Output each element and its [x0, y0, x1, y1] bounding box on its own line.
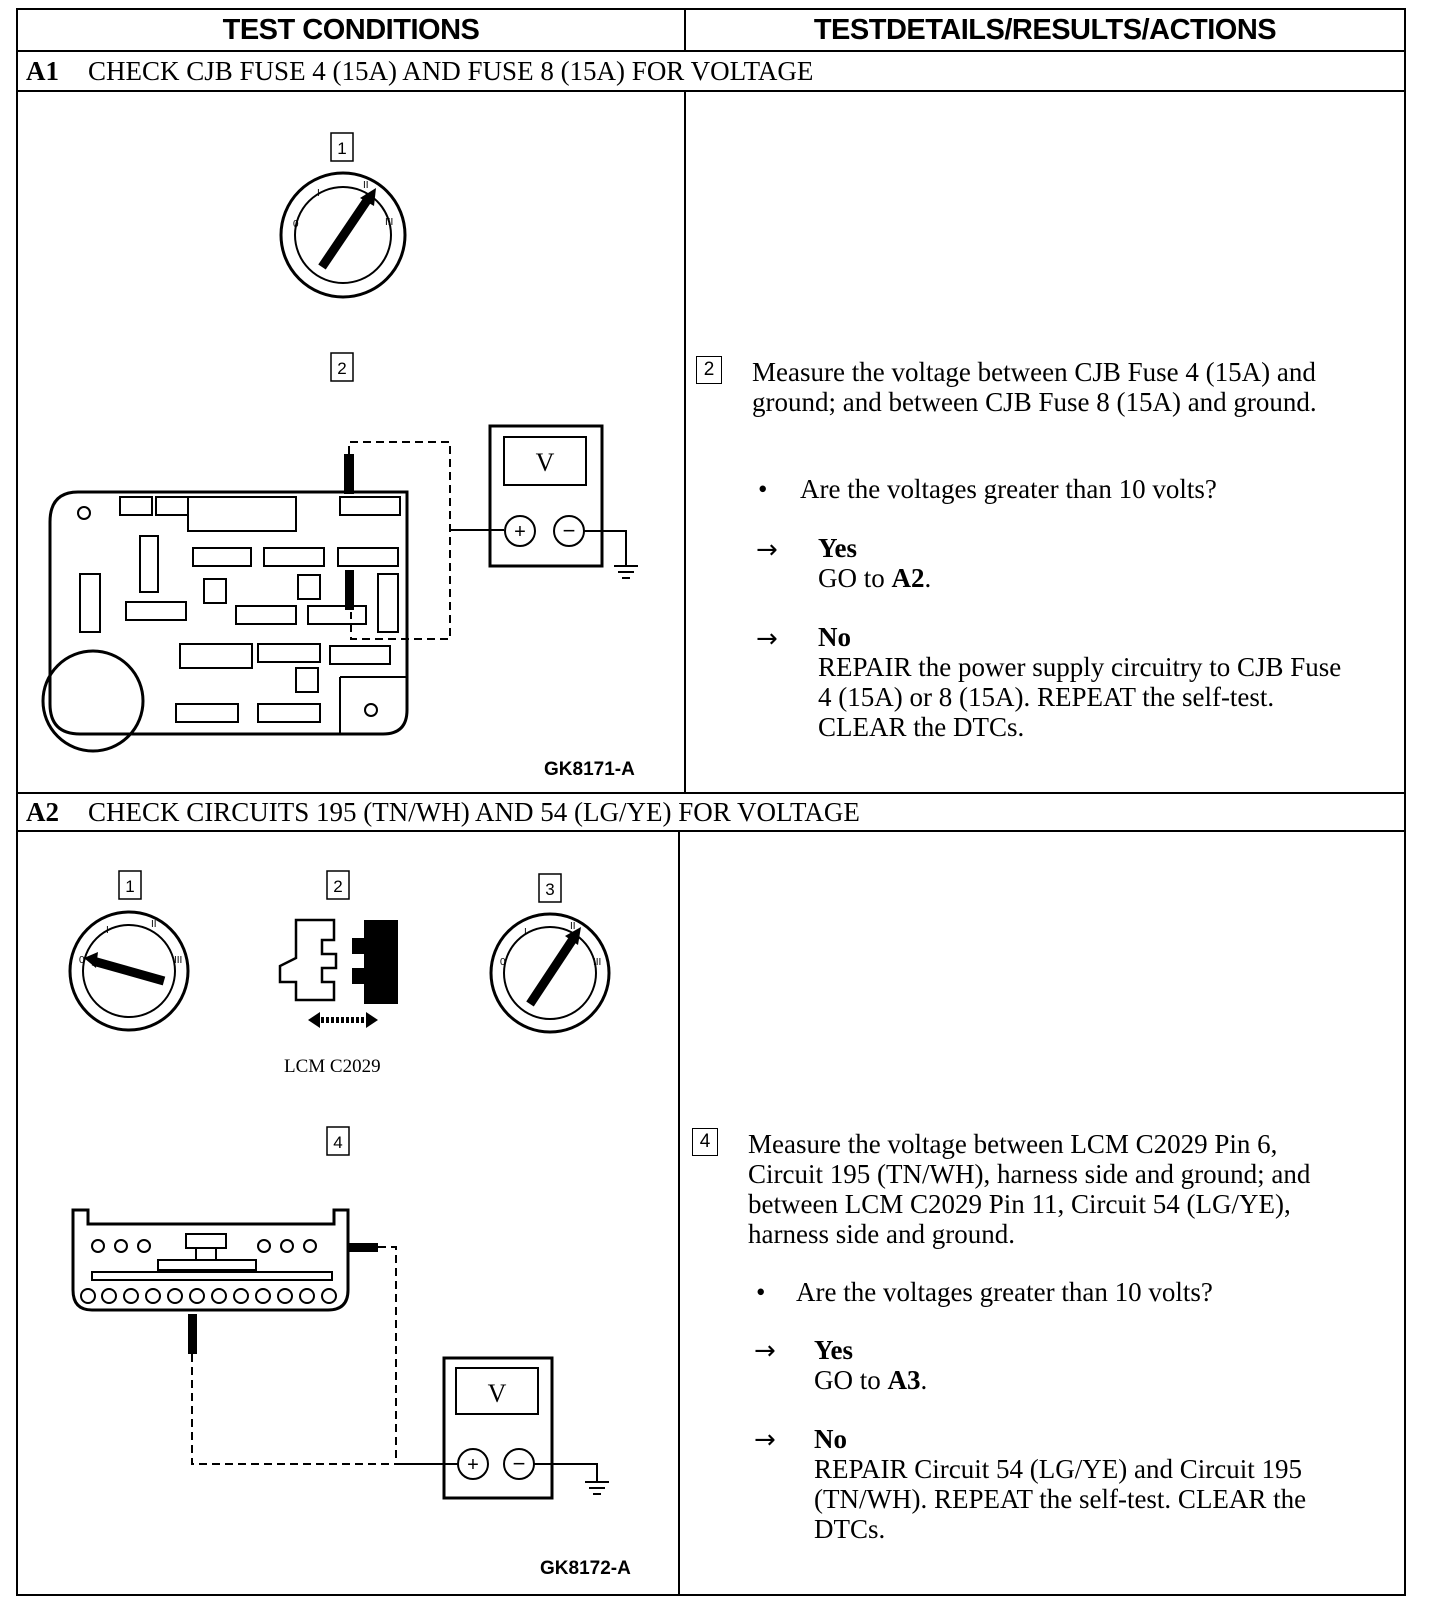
arrow-icon: →: [756, 535, 778, 565]
divider: [16, 792, 1406, 794]
detail-text: Measure the voltage between CJB Fuse 4 (…: [752, 357, 1317, 417]
label-box-1: 1: [118, 870, 142, 900]
svg-text:II: II: [151, 919, 157, 930]
test-leads: [344, 441, 504, 640]
svg-text:+: +: [467, 1454, 479, 1476]
yes-action: GO to A3.: [814, 1365, 928, 1395]
svg-text:III: III: [593, 957, 601, 968]
ignition-switch-icon: 0 I II III: [489, 912, 611, 1034]
svg-text:0: 0: [79, 955, 85, 966]
svg-text:0: 0: [293, 219, 299, 230]
figure-id: GK8171-A: [544, 759, 635, 780]
bullet: •: [756, 1277, 766, 1307]
meter-label: V: [488, 1379, 507, 1408]
figure-id: GK8172-A: [540, 1558, 631, 1579]
connector-label: LCM C2029: [284, 1056, 381, 1077]
svg-text:III: III: [385, 217, 393, 228]
label-box-2: 2: [330, 352, 354, 382]
svg-text:−: −: [513, 1451, 526, 1476]
svg-text:1: 1: [125, 877, 134, 896]
test-leads: [188, 1243, 458, 1465]
question-text: Are the voltages greater than 10 volts?: [796, 1277, 1213, 1307]
no-response: No REPAIR Circuit 54 (LG/YE) and Circuit…: [814, 1424, 1364, 1544]
svg-text:II: II: [363, 180, 369, 191]
no-action: REPAIR the power supply circuitry to CJB…: [818, 652, 1342, 742]
label-box-1: 1: [330, 132, 354, 162]
divider: [684, 8, 686, 50]
label-box-3: 3: [538, 873, 562, 903]
svg-text:II: II: [570, 921, 576, 932]
yes-response: Yes GO to A2.: [818, 533, 1358, 593]
step-id: A2: [26, 797, 59, 827]
divider: [16, 830, 1406, 832]
divider: [678, 830, 680, 1596]
meter-label: V: [536, 448, 555, 477]
connector-disconnect-icon: [278, 918, 398, 1028]
divider: [16, 90, 1406, 92]
step-title-text: CHECK CIRCUITS 195 (TN/WH) AND 54 (LG/YE…: [88, 797, 860, 827]
test-table: [16, 8, 1406, 1596]
svg-text:I: I: [524, 927, 527, 938]
yes-response: Yes GO to A3.: [814, 1335, 1354, 1395]
svg-text:I: I: [317, 188, 320, 199]
svg-text:+: +: [514, 521, 526, 543]
no-label: No: [814, 1424, 847, 1454]
step-number-box: 4: [692, 1128, 718, 1156]
voltmeter-icon: V + −: [488, 424, 638, 579]
arrow-icon: →: [756, 624, 778, 654]
svg-text:2: 2: [333, 877, 342, 896]
a2-diagram: 1 0 I II III 2 LCM C2029 3 0 I II III: [68, 870, 611, 1500]
yes-label: Yes: [818, 533, 857, 563]
lcm-connector-face: [71, 1208, 350, 1312]
arrow-icon: →: [754, 1336, 776, 1366]
label-text: 1: [337, 139, 346, 158]
svg-text:0: 0: [500, 957, 506, 968]
svg-text:−: −: [563, 518, 576, 543]
step-title-a1: A1 CHECK CJB FUSE 4 (15A) AND FUSE 8 (15A…: [26, 52, 813, 90]
ignition-switch-icon: 0 I II III: [279, 171, 407, 299]
svg-text:III: III: [174, 955, 182, 966]
step-title-text: CHECK CJB FUSE 4 (15A) AND FUSE 8 (15A) …: [88, 56, 814, 86]
detail-text: Measure the voltage between LCM C2029 Pi…: [748, 1129, 1311, 1249]
header-test-conditions: TEST CONDITIONS: [222, 14, 480, 46]
yes-action: GO to A2.: [818, 563, 932, 593]
no-label: No: [818, 622, 851, 652]
svg-text:I: I: [106, 925, 109, 936]
no-response: No REPAIR the power supply circuitry to …: [818, 622, 1348, 742]
ignition-switch-icon: 0 I II III: [68, 910, 190, 1032]
svg-text:4: 4: [333, 1133, 342, 1152]
divider: [16, 50, 1406, 52]
step-id: A1: [26, 56, 59, 86]
svg-text:3: 3: [545, 880, 554, 899]
step-title-a2: A2 CHECK CIRCUITS 195 (TN/WH) AND 54 (LG/…: [26, 793, 860, 831]
divider: [684, 90, 686, 792]
step-number-box: 2: [696, 356, 722, 384]
header-test-details: TESTDETAILS/RESULTS/ACTIONS: [813, 14, 1277, 46]
yes-label: Yes: [814, 1335, 853, 1365]
a1-diagram: 1 0 I II III 2: [41, 132, 638, 753]
cjb-fuse-box: [41, 490, 409, 753]
voltmeter-icon: V + −: [442, 1356, 609, 1500]
question-text: Are the voltages greater than 10 volts?: [800, 474, 1217, 504]
arrow-icon: →: [754, 1425, 776, 1455]
no-action: REPAIR Circuit 54 (LG/YE) and Circuit 19…: [814, 1454, 1307, 1544]
bullet: •: [758, 474, 768, 504]
label-box-4: 4: [326, 1126, 350, 1156]
label-box-2: 2: [326, 870, 350, 900]
label-text: 2: [337, 359, 346, 378]
